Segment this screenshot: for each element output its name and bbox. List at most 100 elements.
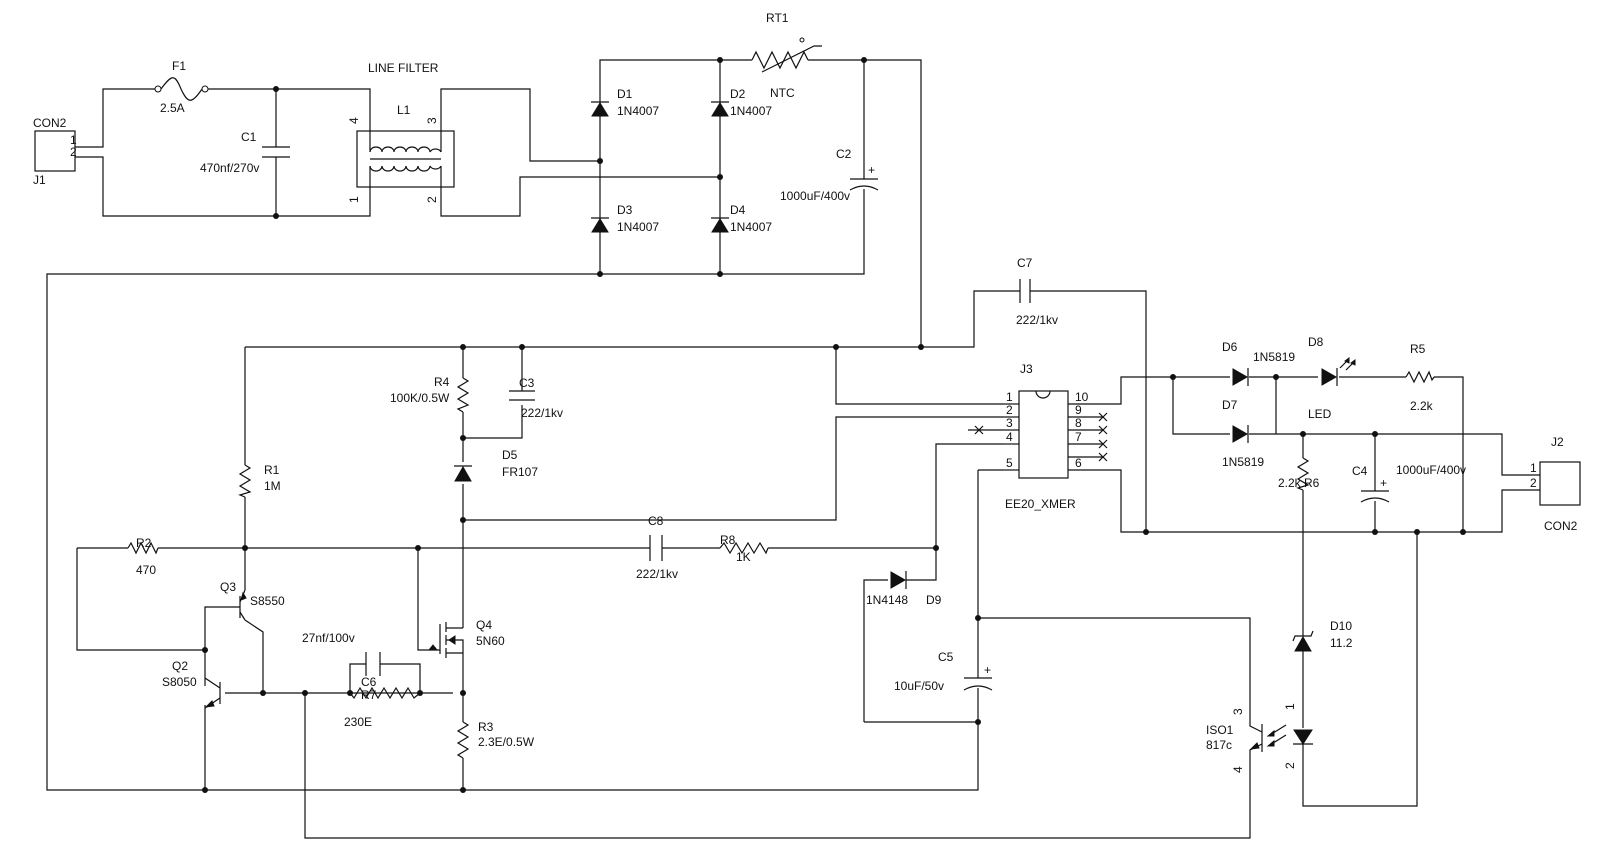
r6-label: 2.2k R6	[1278, 476, 1320, 490]
l1-pin2: 2	[425, 196, 439, 203]
c6-value: 27nf/100v	[302, 631, 355, 645]
resistor-r6: 2.2k R6	[1278, 457, 1320, 491]
diode-d7: D7 1N5819	[1222, 398, 1264, 469]
capacitor-c4: + C4 1000uF/400v	[1352, 463, 1466, 503]
j3-pin8: 8	[1075, 416, 1082, 430]
j3-value: EE20_XMER	[1005, 497, 1076, 511]
j3-pin6: 6	[1075, 456, 1082, 470]
resistor-r4: R4 100K/0.5W	[390, 375, 470, 413]
thermistor-rt1: RT1 NTC	[751, 11, 822, 100]
j2-con2-label: CON2	[1544, 519, 1578, 533]
l1-pin1: 1	[347, 196, 361, 203]
c2-polarity: +	[868, 163, 875, 177]
fuse-f1: F1 2.5A	[154, 59, 209, 115]
l1-pin3: 3	[425, 117, 439, 124]
d3-value: 1N4007	[617, 220, 659, 234]
q4-value: 5N60	[476, 634, 505, 648]
d9-label: D9	[926, 593, 942, 607]
j3-pin7: 7	[1075, 430, 1082, 444]
iso1-value: 817c	[1206, 738, 1232, 752]
d9-value: 1N4148	[866, 593, 908, 607]
j3-pin3: 3	[1006, 416, 1013, 430]
led-d8: D8 LED	[1308, 335, 1356, 421]
r3-label: R3	[478, 720, 494, 734]
d4-value: 1N4007	[730, 220, 772, 234]
d3-label: D3	[617, 203, 633, 217]
diode-d5: D5 FR107	[454, 448, 538, 482]
d4-label: D4	[730, 203, 746, 217]
j1-con2-label: CON2	[33, 116, 67, 130]
j1-label: J1	[33, 173, 46, 187]
r1-value: 1M	[264, 479, 281, 493]
j3-label: J3	[1020, 362, 1033, 376]
r4-value: 100K/0.5W	[390, 391, 450, 405]
r8-label: R8	[720, 533, 736, 547]
d10-value: 11.2	[1330, 636, 1353, 650]
r8-value: 1K	[736, 550, 751, 564]
connector-j2: J2 CON2 1 2	[1530, 435, 1581, 533]
capacitor-c7: C7 222/1kv	[1016, 256, 1058, 327]
r1-label: R1	[264, 463, 280, 477]
capacitor-c5: + C5 10uF/50v	[894, 650, 993, 693]
c2-label: C2	[836, 147, 852, 161]
c1-value: 470nf/270v	[200, 161, 259, 175]
resistor-r7: R7 230E	[344, 686, 421, 729]
c8-label: C8	[648, 514, 664, 528]
d10-label: D10	[1330, 619, 1352, 633]
r3-value: 2.3E/0.5W	[478, 735, 535, 749]
capacitor-c2: + C2 1000uF/400v	[780, 147, 879, 203]
iso1-pin2: 2	[1283, 762, 1297, 769]
d5-value: FR107	[502, 465, 538, 479]
l1-pin4: 4	[347, 117, 361, 124]
j3-pin4: 4	[1006, 430, 1013, 444]
d2-value: 1N4007	[730, 104, 772, 118]
j3-pin1: 1	[1006, 390, 1013, 404]
diode-d4: D4 1N4007	[711, 203, 772, 234]
mosfet-q4: Q4 5N60	[427, 618, 505, 662]
optocoupler-iso1: 1 2 3 4 ISO1 817c	[1206, 703, 1313, 773]
c5-polarity: +	[984, 663, 991, 677]
f1-label: F1	[172, 59, 186, 73]
d6-value: 1N5819	[1253, 350, 1295, 364]
iso1-pin4: 4	[1231, 766, 1245, 773]
r7-label: R7	[361, 688, 377, 702]
c8-value: 222/1kv	[636, 567, 678, 581]
j2-pin1: 1	[1530, 461, 1537, 475]
diode-d2: D2 1N4007	[711, 87, 772, 118]
c7-label: C7	[1017, 256, 1033, 270]
iso1-label: ISO1	[1206, 723, 1234, 737]
r5-label: R5	[1410, 342, 1426, 356]
r2-value: 470	[136, 563, 156, 577]
j2-label: J2	[1551, 435, 1564, 449]
q3-value: S8550	[250, 594, 285, 608]
d1-label: D1	[617, 87, 633, 101]
c7-value: 222/1kv	[1016, 313, 1058, 327]
q3-label: Q3	[220, 580, 236, 594]
d7-value: 1N5819	[1222, 455, 1264, 469]
rt1-ntc-label: NTC	[770, 86, 795, 100]
resistor-r1: R1 1M	[238, 463, 281, 498]
resistor-r5: R5 2.2k	[1405, 342, 1435, 413]
iso1-pin3: 3	[1231, 708, 1245, 715]
d8-label: D8	[1308, 335, 1324, 349]
zener-d10: D10 11.2	[1292, 619, 1353, 652]
resistor-r8: R8 1K	[719, 533, 769, 564]
capacitor-c6: 27nf/100v C6	[302, 631, 381, 689]
c5-label: C5	[938, 650, 954, 664]
r7-value: 230E	[344, 715, 372, 729]
d5-label: D5	[502, 448, 518, 462]
j1-pin2: 2	[70, 145, 77, 159]
j3-pin10: 10	[1075, 390, 1089, 404]
c4-label: C4	[1352, 464, 1368, 478]
capacitor-c8: C8 222/1kv	[636, 514, 678, 581]
c1-label: C1	[241, 130, 257, 144]
l1-label: L1	[397, 103, 411, 117]
j2-pin2: 2	[1530, 476, 1537, 490]
c4-value: 1000uF/400v	[1396, 463, 1466, 477]
c2-value: 1000uF/400v	[780, 189, 850, 203]
transformer-j3: J3 EE20_XMER 1 2 3 4 5 10 9 8 7 6	[1003, 362, 1089, 511]
j1-pin1: 1	[70, 133, 77, 147]
j3-pin9: 9	[1075, 403, 1082, 417]
c6-label: C6	[361, 675, 377, 689]
